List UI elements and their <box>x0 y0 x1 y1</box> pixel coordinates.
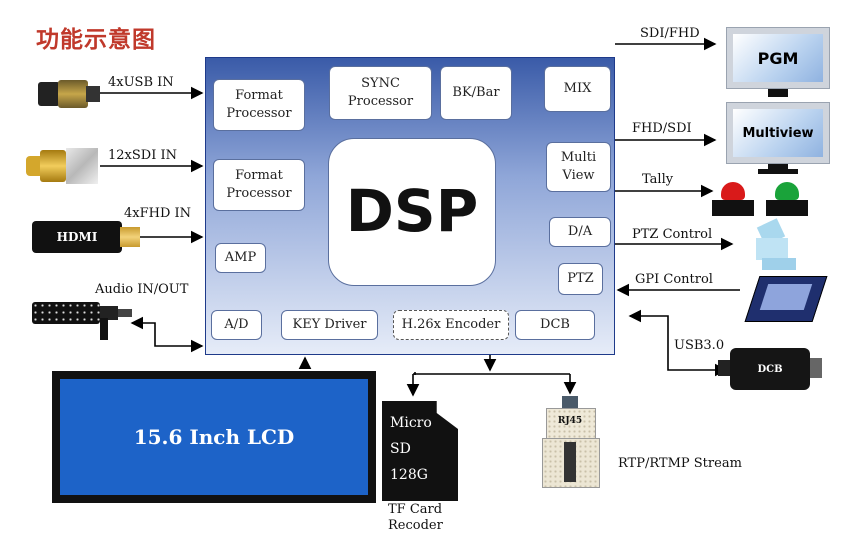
audio-connector-icon <box>32 300 132 340</box>
usb3-label: USB3.0 <box>674 338 725 353</box>
multiview-label: Multiview <box>733 109 823 157</box>
sd-text-line2: SD <box>390 441 411 457</box>
audio-arrow <box>130 316 204 353</box>
lcd-display: 15.6 Inch LCD <box>52 371 376 503</box>
rj45-label: RJ45 <box>557 416 583 426</box>
multiview-block: Multi View <box>546 142 611 192</box>
h26x-encoder-block: H.26x Encoder <box>393 310 509 340</box>
ptz-camera-icon <box>752 218 802 272</box>
dcb-block: DCB <box>515 310 595 340</box>
hdmi-plug-label: HDMI <box>32 221 122 253</box>
usb3-arrow <box>628 309 728 377</box>
dcb-device-icon: DCB <box>718 346 822 392</box>
lcd-label: 15.6 Inch LCD <box>60 379 368 495</box>
dsp-core: DSP <box>328 138 496 286</box>
multiview-monitor-stand <box>768 164 788 170</box>
dcb-device-label: DCB <box>730 348 810 390</box>
dsp-panel: Format Processor SYNC Processor BK/Bar M… <box>205 57 615 355</box>
mix-block: MIX <box>544 66 611 112</box>
tally-red-light-icon <box>712 182 754 218</box>
format-processor-2: Format Processor <box>213 159 305 211</box>
audio-in-out-label: Audio IN/OUT <box>95 282 189 297</box>
gpi-panel-icon <box>742 272 828 328</box>
pgm-monitor-icon: PGM <box>726 27 830 89</box>
amp-block: AMP <box>215 243 266 273</box>
usb-connector-icon <box>38 80 100 108</box>
page-title: 功能示意图 <box>36 27 156 53</box>
sync-processor: SYNC Processor <box>329 66 432 120</box>
tally-label: Tally <box>642 172 674 187</box>
fhd-in-label: 4xFHD IN <box>124 206 192 221</box>
bk-bar-block: BK/Bar <box>440 66 512 120</box>
format-processor-1: Format Processor <box>213 79 305 131</box>
multiview-monitor-icon: Multiview <box>726 102 830 164</box>
sd-text-line3: 128G <box>390 467 428 483</box>
tf-card-label: TF Card <box>388 502 443 517</box>
usb-in-label: 4xUSB IN <box>108 75 174 90</box>
ptz-block: PTZ <box>558 263 603 295</box>
multiview-monitor-base <box>758 169 798 174</box>
key-driver-block: KEY Driver <box>281 310 378 340</box>
ad-block: A/D <box>211 310 262 340</box>
da-block: D/A <box>549 217 611 247</box>
sdi-connector-icon <box>26 148 98 184</box>
rtp-rtmp-stream-label: RTP/RTMP Stream <box>618 456 742 471</box>
tally-green-light-icon <box>766 182 808 218</box>
ptz-control-label: PTZ Control <box>632 227 713 242</box>
gpi-control-label: GPI Control <box>635 272 713 287</box>
pgm-monitor-stand <box>768 89 788 97</box>
sd-text-line1: Micro <box>390 415 432 431</box>
hdmi-connector-icon: HDMI <box>32 215 140 257</box>
rj45-connector-icon: RJ45 <box>542 396 600 488</box>
pgm-label: PGM <box>733 34 823 82</box>
sdi-in-label: 12xSDI IN <box>108 148 177 163</box>
sdi-fhd-label: SDI/FHD <box>640 26 700 41</box>
fhd-sdi-label: FHD/SDI <box>632 121 692 136</box>
recoder-label: Recoder <box>388 518 443 533</box>
